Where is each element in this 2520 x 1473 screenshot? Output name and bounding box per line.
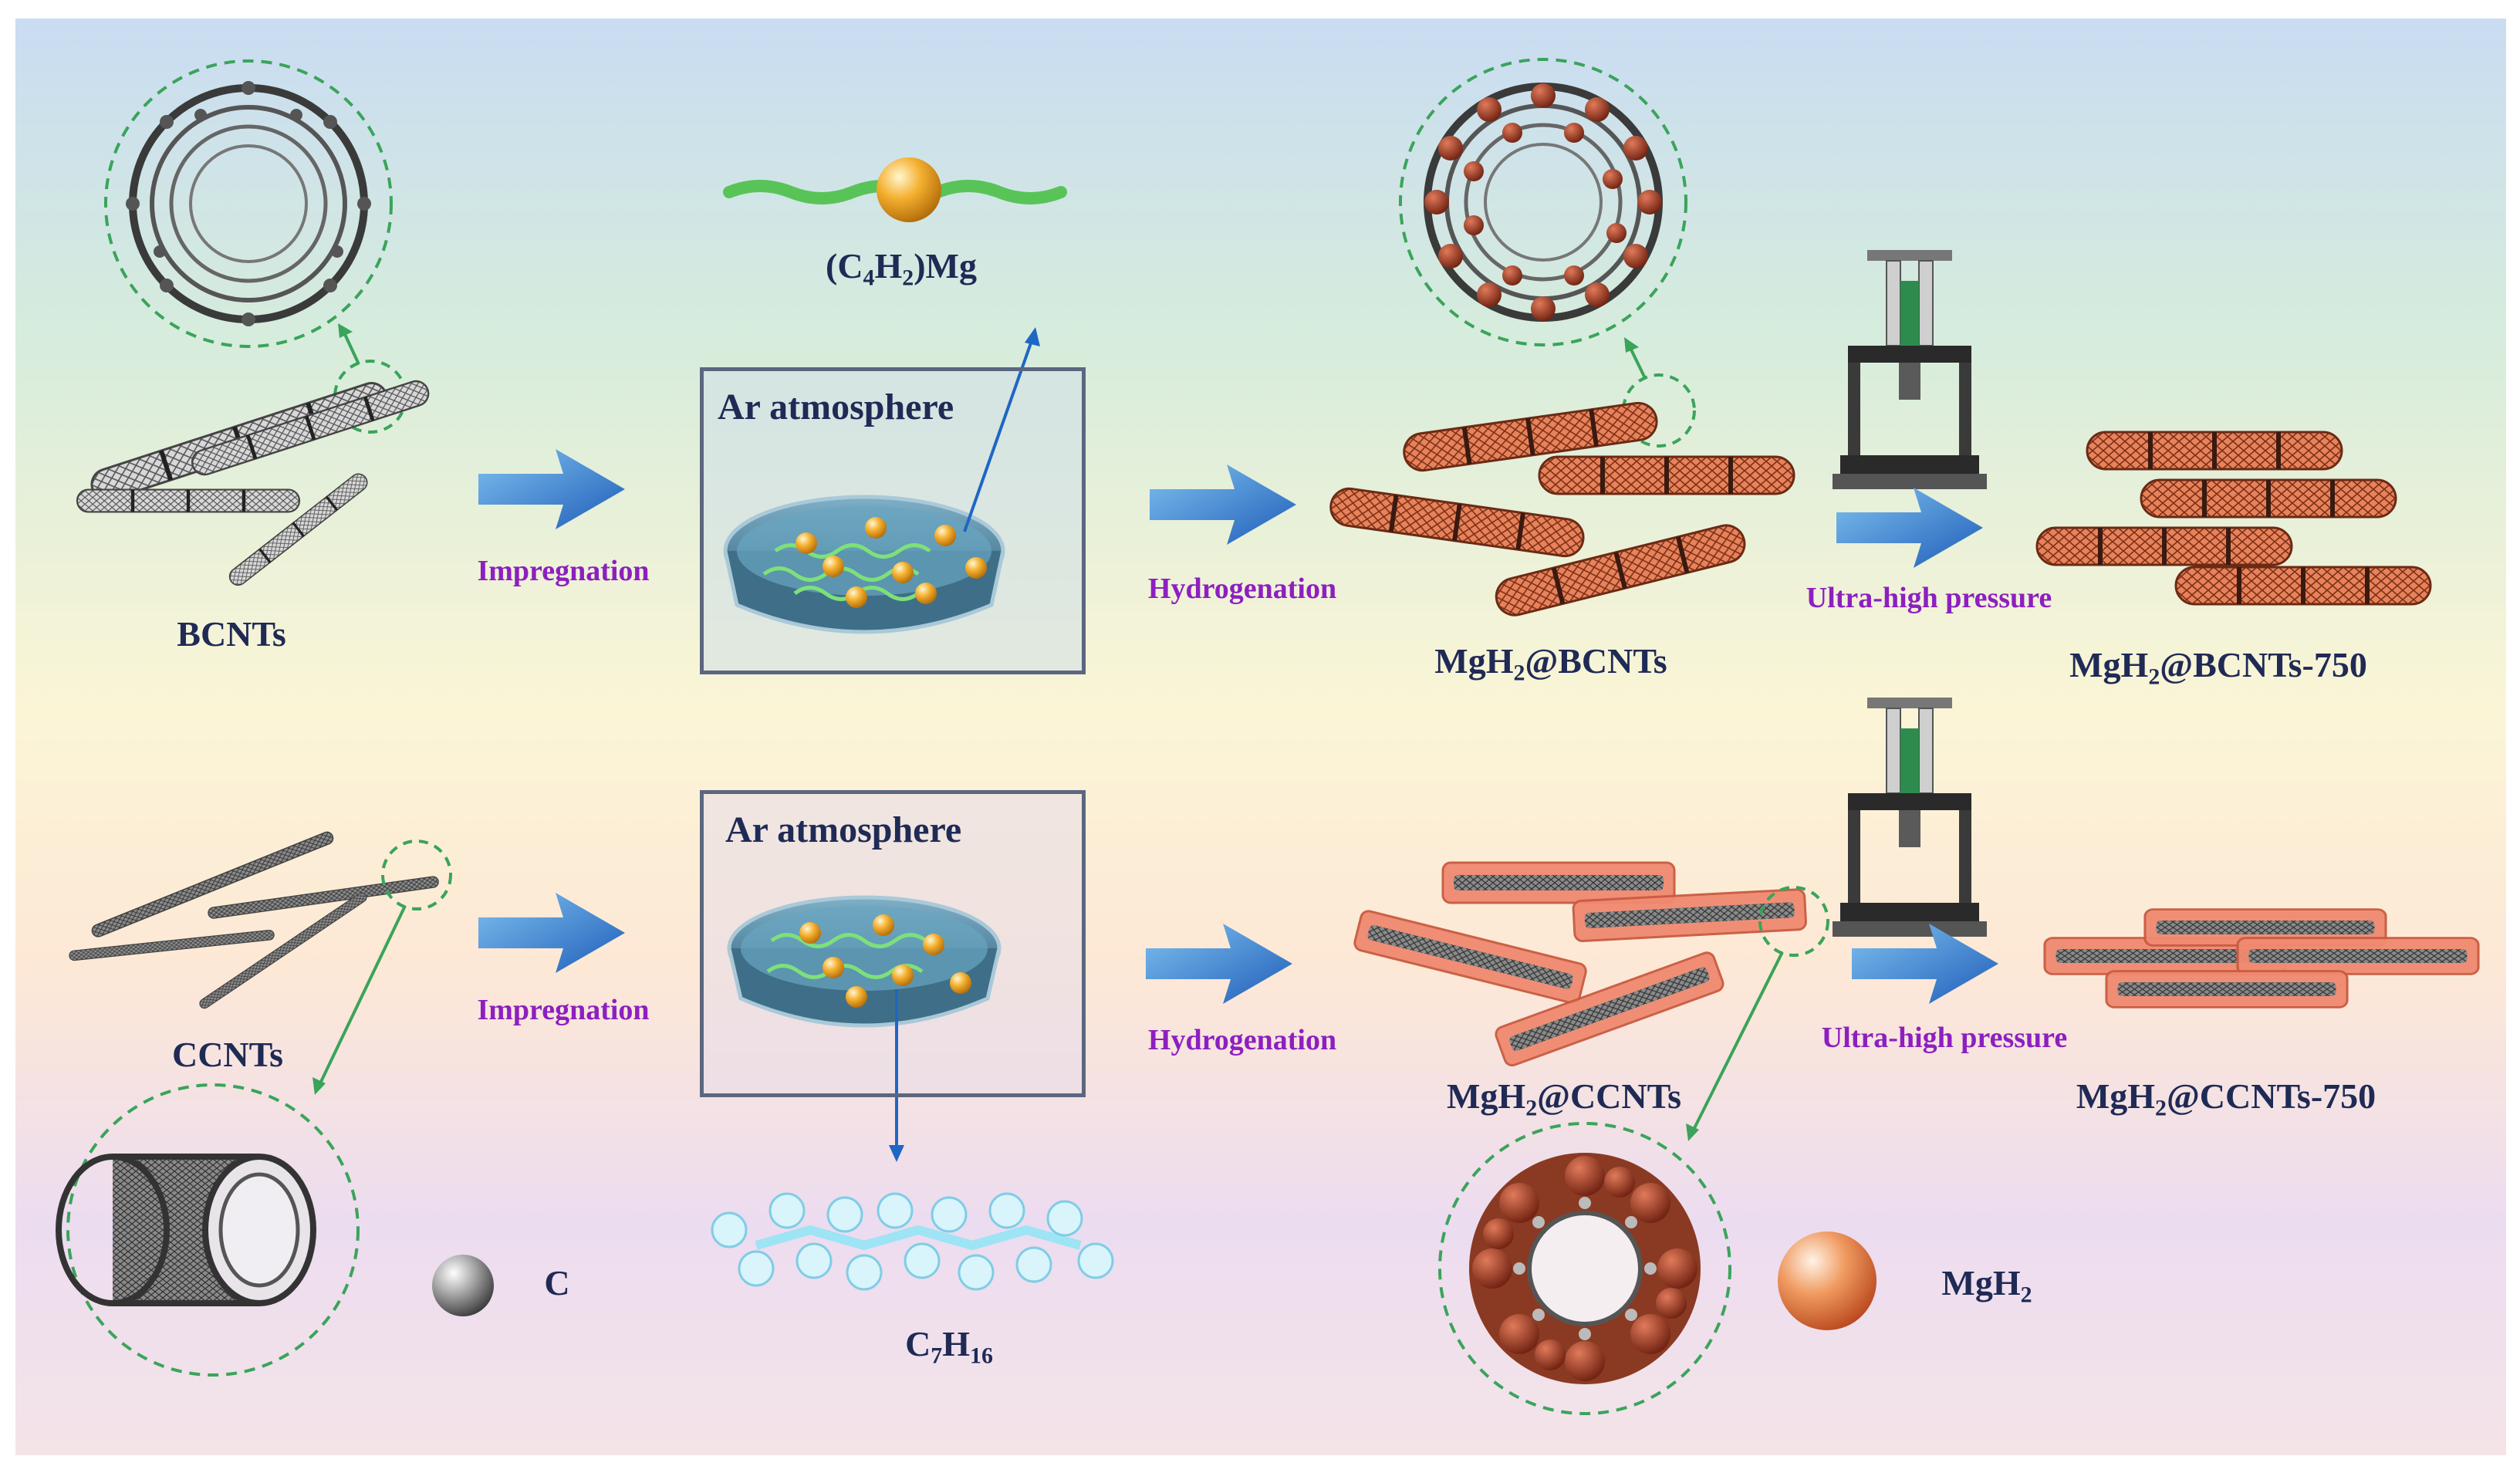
ar-atmosphere-title-top: Ar atmosphere [718,387,954,427]
mgh2-bcnt-zoom-icon [1399,58,1687,346]
bcnt-tubes-icon [77,378,431,590]
mgh2-bcnts-750-label: MgH2@BCNTs-750 [2069,645,2367,690]
impregnation-arrow-bottom [478,893,625,973]
press-machine-icon-top [1832,249,1988,490]
c4h2mg-label: (C4H2)Mg [826,246,977,291]
mgh2-bcnt-750-tubes-icon [2037,432,2430,604]
ar-atmosphere-title-bottom: Ar atmosphere [725,809,962,850]
ccnt-zoom-icon [56,1083,360,1377]
mgh2-ccnt-750-tubes-icon [2043,908,2480,1008]
ultra-high-pressure-label-top: Ultra-high pressure [1806,582,2052,614]
petri-dish-icon [723,495,1005,634]
press-machine-icon-bottom [1832,697,1988,938]
hydrogenation-label-bottom: Hydrogenation [1147,1024,1337,1056]
mgh2-bcnts-label: MgH2@BCNTs [1434,641,1667,686]
mgh2-ccnt-tubes-icon [1352,861,1808,1069]
impregnation-arrow-top [478,449,625,529]
c4h2mg-molecule-icon [723,157,1067,222]
ccnt-tubes-icon [68,829,440,1011]
petri-dish-icon-bottom [727,895,1002,1028]
impregnation-label-bottom: Impregnation [477,994,650,1026]
impregnation-label-top: Impregnation [477,555,650,587]
hydrogenation-label-top: Hydrogenation [1147,573,1337,605]
bcnt-zoom-icon [104,59,393,348]
mgh2-ccnts-750-label: MgH2@CCNTs-750 [2076,1076,2376,1121]
pressure-arrow-top [1836,488,1983,568]
mgh2-bcnt-tubes-icon [1329,400,1794,619]
hydrogenation-arrow-top [1150,465,1296,545]
ar-atmosphere-box-top [700,367,1086,674]
mgh2-ccnt-zoom-icon [1438,1122,1731,1415]
mgh2-ccnts-label: MgH2@CCNTs [1447,1076,1681,1121]
legend-carbon-label: C [544,1263,570,1302]
ar-atmosphere-box-bottom [700,790,1086,1097]
bcnts-label: BCNTs [177,614,286,654]
ultra-high-pressure-label-bottom: Ultra-high pressure [1821,1022,2068,1054]
ccnts-label: CCNTs [171,1035,284,1074]
c7h16-label: C7H16 [905,1324,993,1369]
hydrogenation-arrow-bottom [1146,924,1292,1004]
c7h16-molecule-icon [711,1192,1114,1291]
legend-mgh2-label: MgH2 [1941,1263,2032,1308]
diagram-graphics [56,58,2480,1415]
carbon-sphere-icon [432,1255,494,1316]
diagram-canvas: BCNTs Impregnation Ar atmosphere (C4H2)M… [15,19,2506,1455]
mgh2-sphere-icon [1778,1231,1876,1330]
